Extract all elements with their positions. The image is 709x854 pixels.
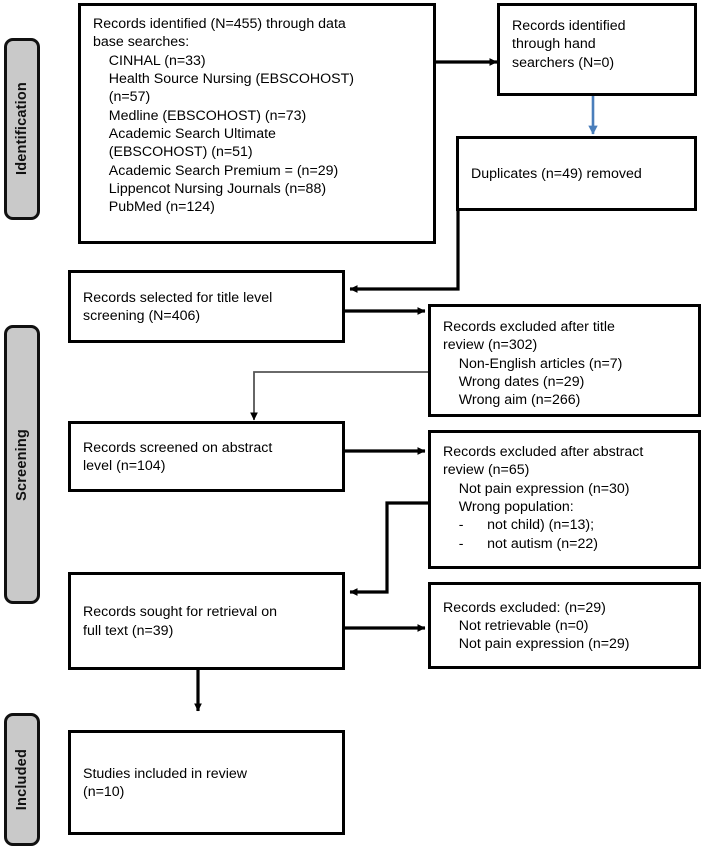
full-text-retrieval-box: Records sought for retrieval on full tex… — [68, 572, 345, 670]
title-level-screening-text: Records selected for title level screeni… — [83, 289, 273, 324]
arrow-title-excluded-to-abstract-screened — [250, 371, 428, 421]
title-level-screening-box: Records selected for title level screeni… — [68, 270, 345, 343]
full-text-excluded-box: Records excluded: (n=29) Not retrievable… — [428, 582, 701, 669]
stage-included-label: Included — [14, 748, 30, 811]
hand-searchers-text: Records identified through hand searcher… — [512, 18, 626, 71]
studies-included-text: Studies included in review (n=10) — [83, 765, 248, 800]
full-text-excluded-text: Records excluded: (n=29) Not retrievable… — [443, 599, 630, 653]
studies-included-box: Studies included in review (n=10) — [68, 730, 345, 835]
abstract-screened-text: Records screened on abstract level (n=10… — [83, 439, 273, 474]
stage-identification-label: Identification — [14, 82, 30, 176]
full-text-retrieval-text: Records sought for retrieval on full tex… — [83, 604, 277, 639]
abstract-excluded-text: Records excluded after abstract review (… — [443, 444, 644, 552]
duplicates-removed-box: Duplicates (n=49) removed — [456, 136, 697, 211]
records-identified-box: Records identified (N=455) through data … — [78, 3, 436, 244]
stage-identification: Identification — [4, 38, 40, 220]
records-identified-text: Records identified (N=455) through data … — [93, 16, 354, 216]
stage-screening-label: Screening — [14, 428, 30, 501]
abstract-screened-box: Records screened on abstract level (n=10… — [68, 421, 345, 492]
title-excluded-box: Records excluded after title review (n=3… — [428, 304, 701, 417]
stage-included: Included — [4, 713, 40, 846]
title-excluded-text: Records excluded after title review (n=3… — [443, 319, 623, 409]
abstract-excluded-box: Records excluded after abstract review (… — [428, 430, 701, 569]
hand-searchers-box: Records identified through hand searcher… — [497, 3, 697, 96]
arrow-abstract-excluded-to-full-text — [349, 501, 428, 596]
duplicates-removed-text: Duplicates (n=49) removed — [471, 165, 642, 182]
stage-screening: Screening — [4, 325, 40, 604]
